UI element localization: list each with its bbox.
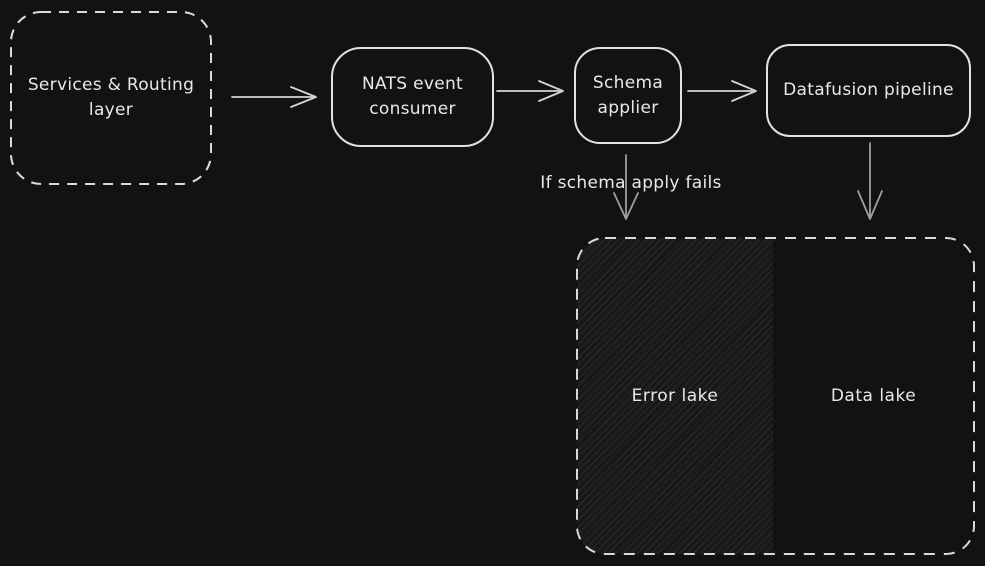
schema-label-line1: Schema <box>592 72 664 93</box>
arrow-datafusion-to-data-lake <box>857 142 883 220</box>
nats-label-line1: NATS event <box>361 74 464 95</box>
data-lake-label: Data lake <box>830 386 917 406</box>
nats-label-line2: consumer <box>369 99 456 119</box>
schema-label-line2: applier <box>597 97 659 118</box>
nats-node: NATS event consumer <box>331 47 494 147</box>
error-lake-label: Error lake <box>631 386 719 406</box>
arrow-services-to-nats <box>231 86 317 108</box>
datafusion-node: Datafusion pipeline <box>766 44 971 137</box>
datafusion-label: Datafusion pipeline <box>783 80 954 101</box>
services-node: Services & Routing layer <box>11 12 211 184</box>
services-label-line1: Services & Routing <box>27 75 195 96</box>
arrow-schema-to-datafusion <box>687 80 757 102</box>
lake-container: Error lake Data lake <box>577 238 974 554</box>
schema-node: Schema applier <box>574 47 682 144</box>
services-label-line2: layer <box>88 100 134 120</box>
schema-fail-edge-label: If schema apply fails <box>540 173 722 193</box>
arrow-nats-to-schema <box>496 80 564 102</box>
